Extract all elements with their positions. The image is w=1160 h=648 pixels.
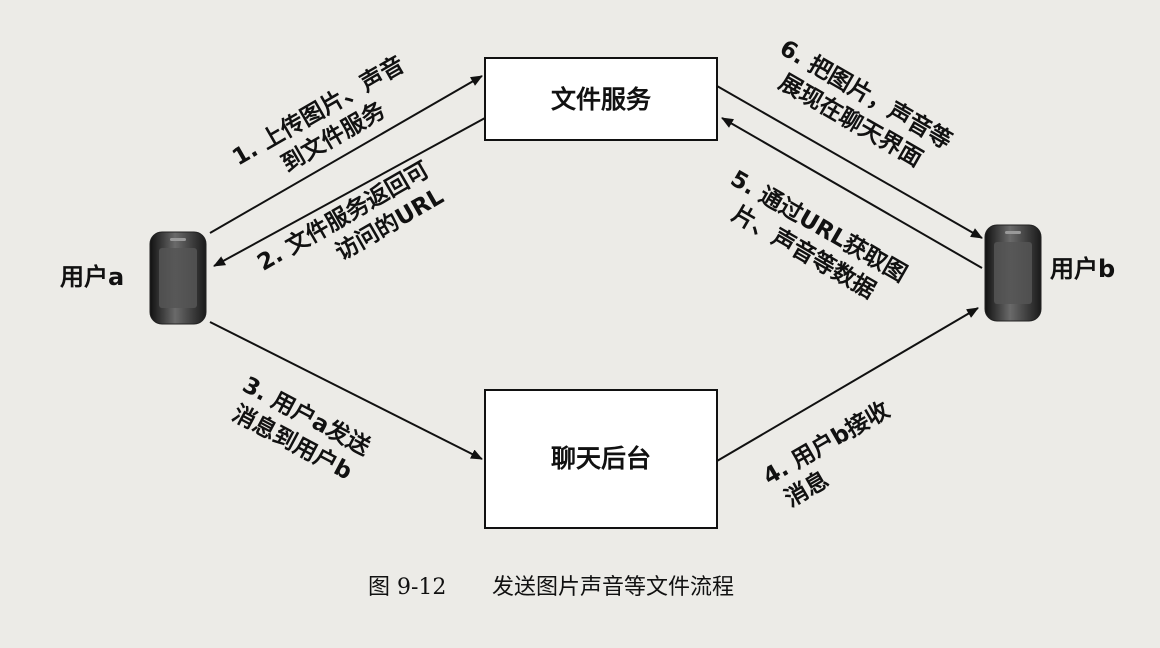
edge-label-6: 6. 把图片，声音等 展现在聊天界面	[774, 34, 956, 172]
figure-number: 图 9-12	[368, 575, 446, 600]
arrow-5	[721, 117, 983, 269]
chat-backend-label: 聊天后台	[551, 444, 651, 473]
arrow-3	[209, 321, 483, 460]
arrow-1	[209, 75, 483, 234]
edge-label-4: 4. 用户b接收 消息	[758, 396, 894, 512]
arrow-2	[213, 117, 486, 267]
figure-title: 发送图片声音等文件流程	[492, 575, 734, 600]
arrow-6	[716, 85, 983, 239]
phone-icon	[149, 231, 207, 325]
arrow-4	[716, 307, 979, 462]
phone-icon	[984, 224, 1042, 322]
user-a-node: 用户a	[60, 231, 207, 325]
user-b-node: 用户b	[984, 224, 1115, 322]
file-service-node: 文件服务	[484, 57, 718, 141]
edge-label-4-line1: 4. 用户b接收	[758, 396, 894, 490]
user-a-label: 用户a	[60, 263, 124, 291]
user-b-label: 用户b	[1050, 255, 1115, 283]
figure-caption: 图 9-12 发送图片声音等文件流程	[368, 575, 734, 600]
chat-backend-node: 聊天后台	[484, 389, 718, 529]
edge-label-5: 5. 通过URL获取图 片、声音等数据	[726, 166, 911, 304]
edge-label-3: 3. 用户a发送 消息到用户b	[228, 371, 375, 485]
file-service-label: 文件服务	[551, 85, 651, 114]
